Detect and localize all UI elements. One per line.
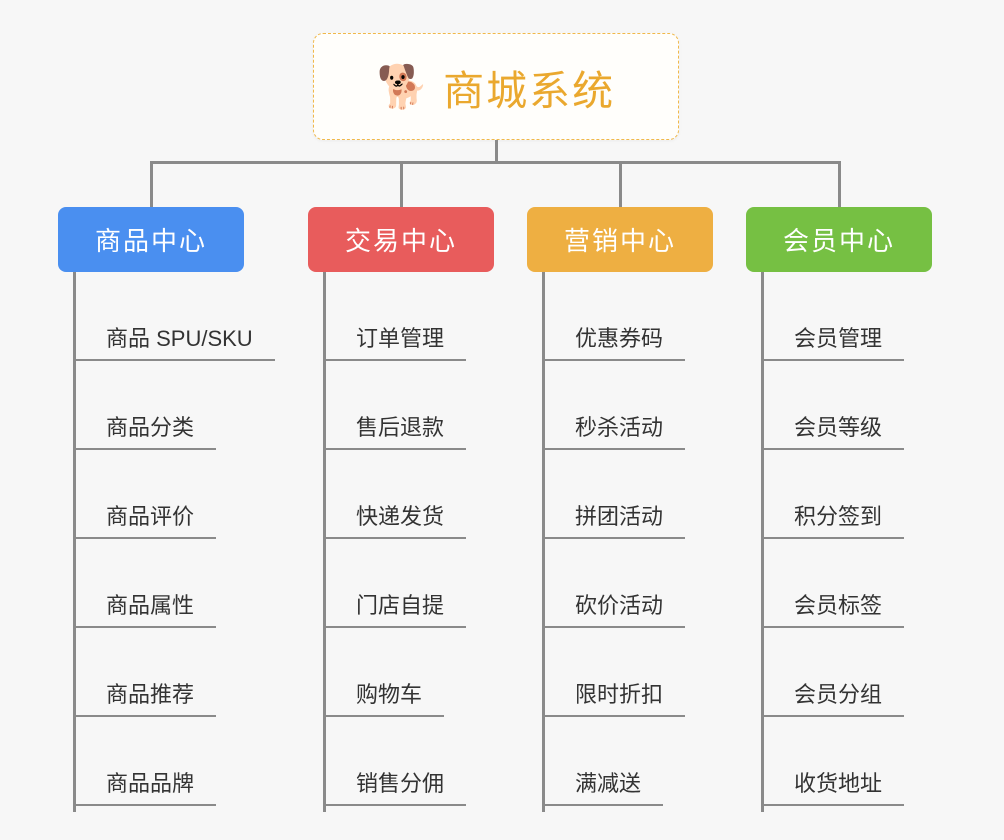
connector-drop-branch-0 [150, 161, 153, 207]
connector-drop-branch-2 [619, 161, 622, 207]
leaf-item[interactable]: 砍价活动 [545, 545, 713, 634]
leaf-item-label: 订单管理 [326, 321, 467, 361]
leaf-item[interactable]: 商品属性 [76, 545, 244, 634]
leaf-item[interactable]: 收货地址 [764, 723, 932, 812]
leaf-item-label: 售后退款 [326, 410, 467, 450]
leaf-item[interactable]: 商品分类 [76, 367, 244, 456]
connector-horizontal-bus [150, 161, 841, 164]
leaf-item-label: 会员等级 [764, 410, 905, 450]
leaf-item-label: 满减送 [545, 766, 664, 806]
leaf-item-label: 商品品牌 [76, 766, 217, 806]
leaf-item[interactable]: 会员管理 [764, 278, 932, 367]
branch-column-member-center: 会员中心会员管理会员等级积分签到会员标签会员分组收货地址 [746, 207, 932, 812]
leaf-item[interactable]: 满减送 [545, 723, 713, 812]
leaf-item[interactable]: 限时折扣 [545, 634, 713, 723]
connector-root-stem [495, 140, 498, 164]
branch-header-label: 商品中心 [94, 226, 207, 256]
branch-header-label: 交易中心 [344, 226, 457, 256]
leaf-item-label: 会员分组 [764, 677, 905, 717]
branch-column-product-center: 商品中心商品 SPU/SKU 商品分类商品评价商品属性商品推荐商品品牌 [58, 207, 275, 812]
leaf-item-label: 商品分类 [76, 410, 217, 450]
leaf-item-label: 快递发货 [326, 499, 467, 539]
branch-header-marketing-center[interactable]: 营销中心 [527, 207, 713, 272]
leaf-item[interactable]: 商品推荐 [76, 634, 244, 723]
connector-drop-branch-3 [838, 161, 841, 207]
leaf-item[interactable]: 商品评价 [76, 456, 244, 545]
leaf-item-label: 商品 SPU/SKU [76, 321, 275, 361]
branch-header-trade-center[interactable]: 交易中心 [308, 207, 494, 272]
leaf-item[interactable]: 购物车 [326, 634, 494, 723]
leaf-item[interactable]: 订单管理 [326, 278, 494, 367]
leaf-item[interactable]: 售后退款 [326, 367, 494, 456]
leaf-item[interactable]: 会员等级 [764, 367, 932, 456]
shiba-dog-face-icon: 🐕 [376, 62, 430, 110]
branch-items-trade-center: 订单管理售后退款快递发货门店自提购物车销售分佣 [323, 272, 494, 812]
leaf-item-label: 会员标签 [764, 588, 905, 628]
leaf-item[interactable]: 商品 SPU/SKU [76, 278, 275, 367]
leaf-item-label: 优惠券码 [545, 321, 686, 361]
branch-header-member-center[interactable]: 会员中心 [746, 207, 932, 272]
leaf-item-label: 积分签到 [764, 499, 905, 539]
leaf-item-label: 商品评价 [76, 499, 217, 539]
branch-items-marketing-center: 优惠券码秒杀活动拼团活动砍价活动限时折扣满减送 [542, 272, 713, 812]
branch-header-label: 营销中心 [563, 226, 676, 256]
branch-column-marketing-center: 营销中心优惠券码秒杀活动拼团活动砍价活动限时折扣满减送 [527, 207, 713, 812]
branch-items-product-center: 商品 SPU/SKU 商品分类商品评价商品属性商品推荐商品品牌 [73, 272, 275, 812]
root-title: 商城系统 [443, 67, 616, 114]
leaf-item-label: 商品属性 [76, 588, 217, 628]
leaf-item[interactable]: 销售分佣 [326, 723, 494, 812]
leaf-item-label: 秒杀活动 [545, 410, 686, 450]
branch-header-label: 会员中心 [782, 226, 895, 256]
leaf-item[interactable]: 积分签到 [764, 456, 932, 545]
leaf-item-label: 收货地址 [764, 766, 905, 806]
leaf-item[interactable]: 拼团活动 [545, 456, 713, 545]
leaf-item-label: 限时折扣 [545, 677, 686, 717]
leaf-item-label: 会员管理 [764, 321, 905, 361]
leaf-item[interactable]: 快递发货 [326, 456, 494, 545]
leaf-item[interactable]: 秒杀活动 [545, 367, 713, 456]
branch-items-member-center: 会员管理会员等级积分签到会员标签会员分组收货地址 [761, 272, 932, 812]
leaf-item-label: 购物车 [326, 677, 445, 717]
leaf-item-label: 砍价活动 [545, 588, 686, 628]
leaf-item-label: 商品推荐 [76, 677, 217, 717]
branch-header-product-center[interactable]: 商品中心 [58, 207, 244, 272]
leaf-item[interactable]: 优惠券码 [545, 278, 713, 367]
root-node[interactable]: 🐕 商城系统 [313, 33, 679, 140]
leaf-item[interactable]: 会员分组 [764, 634, 932, 723]
leaf-item[interactable]: 会员标签 [764, 545, 932, 634]
branch-column-trade-center: 交易中心订单管理售后退款快递发货门店自提购物车销售分佣 [308, 207, 494, 812]
leaf-item[interactable]: 门店自提 [326, 545, 494, 634]
connector-drop-branch-1 [400, 161, 403, 207]
leaf-item[interactable]: 商品品牌 [76, 723, 244, 812]
leaf-item-label: 门店自提 [326, 588, 467, 628]
leaf-item-label: 拼团活动 [545, 499, 686, 539]
leaf-item-label: 销售分佣 [326, 766, 467, 806]
